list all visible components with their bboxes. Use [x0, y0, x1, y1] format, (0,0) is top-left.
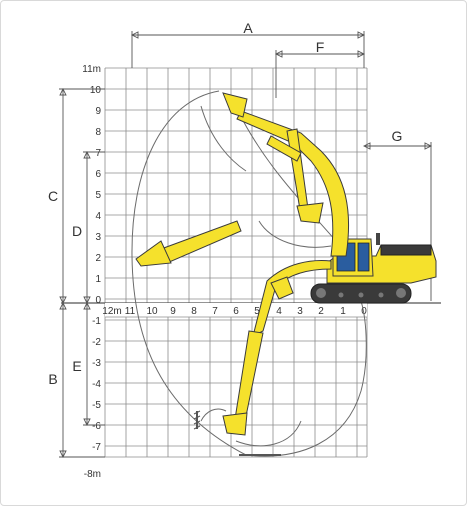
x-tick: 4 [276, 306, 282, 317]
excavator-arm-low [222, 260, 332, 436]
exhaust-stack [376, 233, 380, 245]
x-tick: 10 [146, 306, 158, 317]
excavator-arm-far [135, 220, 242, 267]
y-tick: -7 [92, 442, 101, 453]
dimension-label-d: D [72, 223, 82, 239]
y-tick: 5 [95, 190, 101, 201]
y-axis-bottom-label: -8m [84, 469, 101, 480]
y-tick: -6 [92, 421, 101, 432]
x-tick: 12m [102, 306, 121, 317]
x-tick: 5 [254, 306, 260, 317]
x-tick: 6 [233, 306, 239, 317]
stick-low [234, 330, 264, 422]
dimension-label-b: B [48, 371, 57, 387]
x-axis-labels: 12m 11 10 9 8 7 6 5 4 3 2 1 0 [102, 306, 367, 317]
excavator-body [310, 233, 437, 304]
bucket-far [135, 240, 172, 267]
y-tick: 1 [95, 274, 101, 285]
y-tick: -3 [92, 358, 101, 369]
dimension-label-f: F [316, 39, 325, 55]
y-tick: -5 [92, 400, 101, 411]
x-tick: 2 [318, 306, 324, 317]
dimension-label-a: A [243, 20, 253, 36]
x-axis-band [105, 303, 367, 317]
dimension-labels: A F G C D E B [48, 20, 403, 387]
y-tick: 2 [95, 253, 101, 264]
y-tick: 3 [95, 232, 101, 243]
y-tick: -1 [92, 316, 101, 327]
bucket-low [222, 412, 248, 436]
dimension-label-c: C [48, 188, 58, 204]
y-tick: 0 [95, 295, 101, 306]
y-tick: 4 [95, 211, 101, 222]
excavator-arm-high [222, 92, 350, 257]
y-tick: -4 [92, 379, 101, 390]
y-tick: 7 [95, 148, 101, 159]
boom-mid-joint [266, 135, 302, 162]
boom-low [252, 260, 332, 337]
y-axis-labels: 11m 10 9 8 7 6 5 4 3 2 1 0 -1 -2 -3 -4 -… [82, 64, 101, 480]
x-tick: 11 [125, 306, 136, 317]
wall-mark [193, 410, 201, 430]
x-tick: 9 [170, 306, 176, 317]
y-tick: 10 [90, 85, 102, 96]
bucket-ground [270, 276, 294, 300]
y-tick: 8 [95, 127, 101, 138]
dimension-lines [59, 31, 433, 459]
x-tick: 3 [297, 306, 303, 317]
x-tick: 8 [191, 306, 197, 317]
bucket-high-top [222, 92, 248, 118]
y-axis-top-label: 11m [82, 64, 101, 75]
x-tick: 0 [361, 306, 367, 317]
y-tick: 6 [95, 169, 101, 180]
x-tick: 7 [212, 306, 218, 317]
x-tick: 1 [340, 306, 346, 317]
y-tick: -2 [92, 337, 101, 348]
dimension-label-e: E [72, 358, 81, 374]
excavator-hood [380, 244, 432, 256]
y-tick: 9 [95, 106, 101, 117]
dimension-label-g: G [392, 128, 403, 144]
bucket-high-low [296, 202, 324, 224]
cab-window-side [357, 242, 370, 272]
